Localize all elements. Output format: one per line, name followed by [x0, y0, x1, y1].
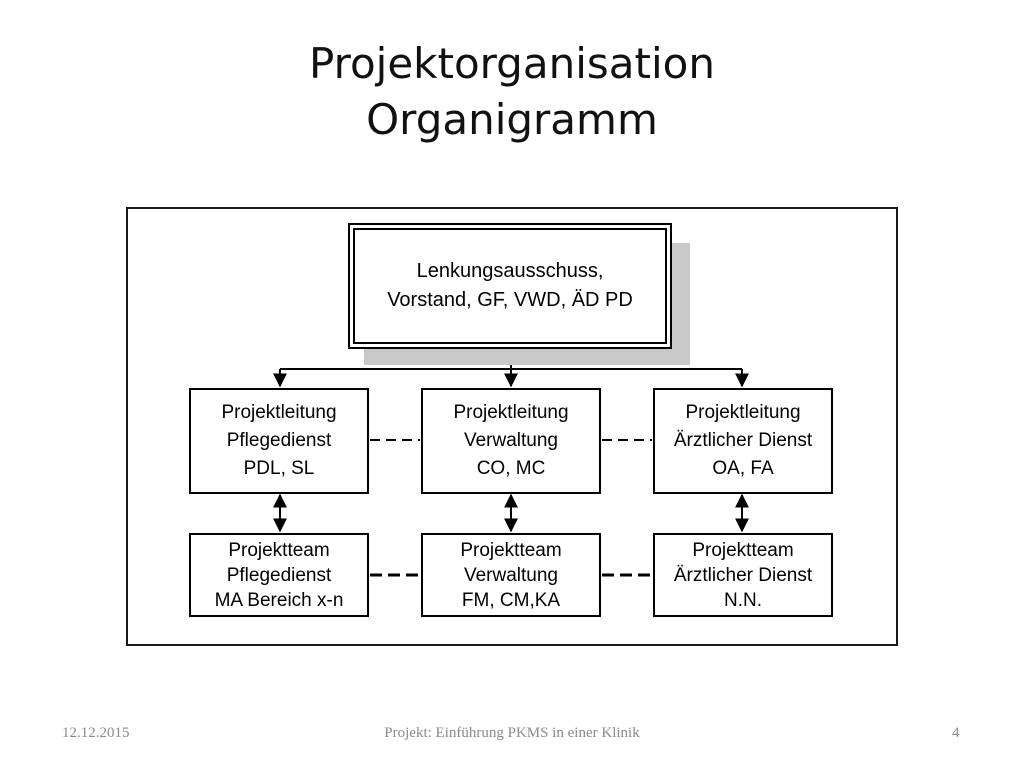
- lead-box-aerztlicher-dienst: Projektleitung Ärztlicher Dienst OA, FA: [653, 388, 833, 494]
- lead-box-pflegedienst: Projektleitung Pflegedienst PDL, SL: [189, 388, 369, 494]
- steering-line-2: Vorstand, GF, VWD, ÄD PD: [387, 289, 633, 311]
- title-line-2: Organigramm: [366, 95, 658, 144]
- team-line-3: FM, CM,KA: [461, 589, 561, 611]
- team-line-2: Pflegedienst: [226, 564, 332, 586]
- lead-line-3: PDL, SL: [243, 458, 315, 479]
- team-box-verwaltung: Projektteam Verwaltung FM, CM,KA: [421, 533, 601, 617]
- lead-line-3: OA, FA: [712, 458, 774, 479]
- steering-line-1: Lenkungsausschuss,: [416, 260, 604, 282]
- team-box-aerztlicher-dienst: Projektteam Ärztlicher Dienst N.N.: [653, 533, 833, 617]
- title-line-1: Projektorganisation: [309, 39, 715, 88]
- footer-title: Projekt: Einführung PKMS in einer Klinik: [384, 725, 640, 741]
- team-line-1: Projektteam: [692, 539, 794, 561]
- lead-box-verwaltung: Projektleitung Verwaltung CO, MC: [421, 388, 601, 494]
- team-line-3: N.N.: [724, 589, 762, 611]
- lead-line-2: Ärztlicher Dienst: [673, 430, 813, 451]
- slide-title: Projektorganisation Organigramm: [0, 36, 1024, 148]
- lead-line-1: Projektleitung: [221, 402, 337, 423]
- team-line-1: Projektteam: [460, 539, 562, 561]
- footer-date: 12.12.2015: [62, 725, 130, 741]
- team-line-2: Ärztlicher Dienst: [673, 564, 813, 586]
- lead-line-3: CO, MC: [476, 458, 546, 479]
- team-line-1: Projektteam: [228, 539, 330, 561]
- steering-committee-box: Lenkungsausschuss, Vorstand, GF, VWD, ÄD…: [348, 223, 672, 349]
- lead-line-2: Pflegedienst: [226, 430, 332, 451]
- footer-page-number: 4: [952, 725, 960, 741]
- team-line-2: Verwaltung: [463, 564, 558, 586]
- lead-line-1: Projektleitung: [685, 402, 801, 423]
- lead-line-2: Verwaltung: [463, 430, 558, 451]
- team-box-pflegedienst: Projektteam Pflegedienst MA Bereich x-n: [189, 533, 369, 617]
- team-line-3: MA Bereich x-n: [214, 589, 344, 611]
- lead-line-1: Projektleitung: [453, 402, 569, 423]
- steering-committee-inner: Lenkungsausschuss, Vorstand, GF, VWD, ÄD…: [353, 228, 667, 344]
